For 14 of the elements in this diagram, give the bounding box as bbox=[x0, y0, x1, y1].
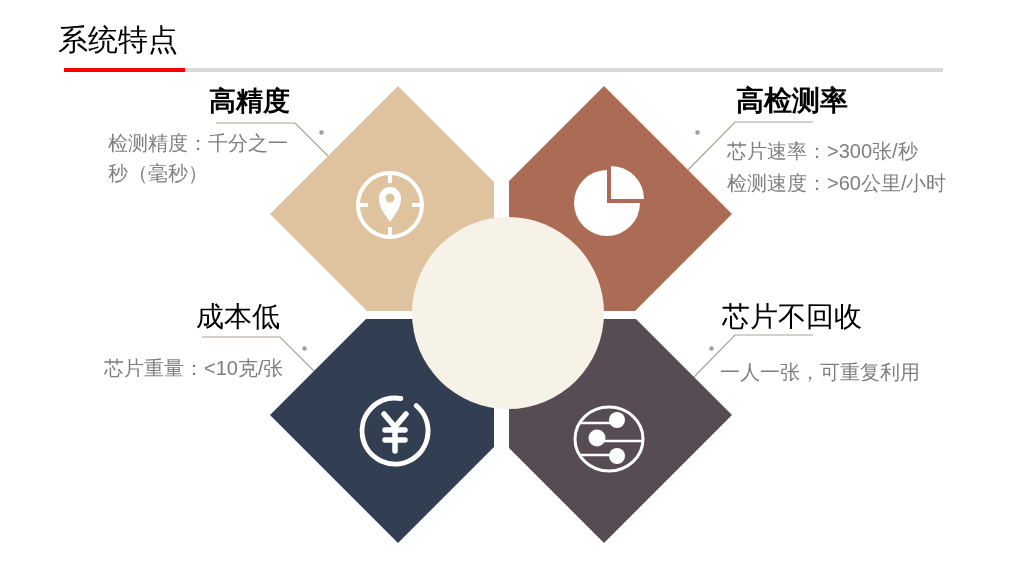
feature-description: 检测精度：千分之一秒（毫秒） bbox=[108, 131, 289, 186]
feature-description: 芯片重量：<10克/张 bbox=[104, 356, 285, 381]
leader-line bbox=[693, 334, 814, 378]
leader-line bbox=[687, 121, 814, 171]
leader-line bbox=[201, 336, 315, 372]
feature-title: 高检测率 bbox=[736, 86, 848, 116]
feature-title: 高精度 bbox=[209, 86, 290, 116]
leader-line bbox=[215, 122, 329, 157]
feature-description: 一人一张，可重复利用 bbox=[720, 360, 921, 385]
feature-description: 芯片速率：>300张/秒 bbox=[727, 139, 919, 164]
feature-description: 检测速度：>60公里/小时 bbox=[727, 171, 948, 196]
slide-title: 系统特点 bbox=[58, 22, 178, 58]
feature-title: 成本低 bbox=[196, 302, 280, 332]
feature-title: 芯片不回收 bbox=[722, 302, 862, 332]
